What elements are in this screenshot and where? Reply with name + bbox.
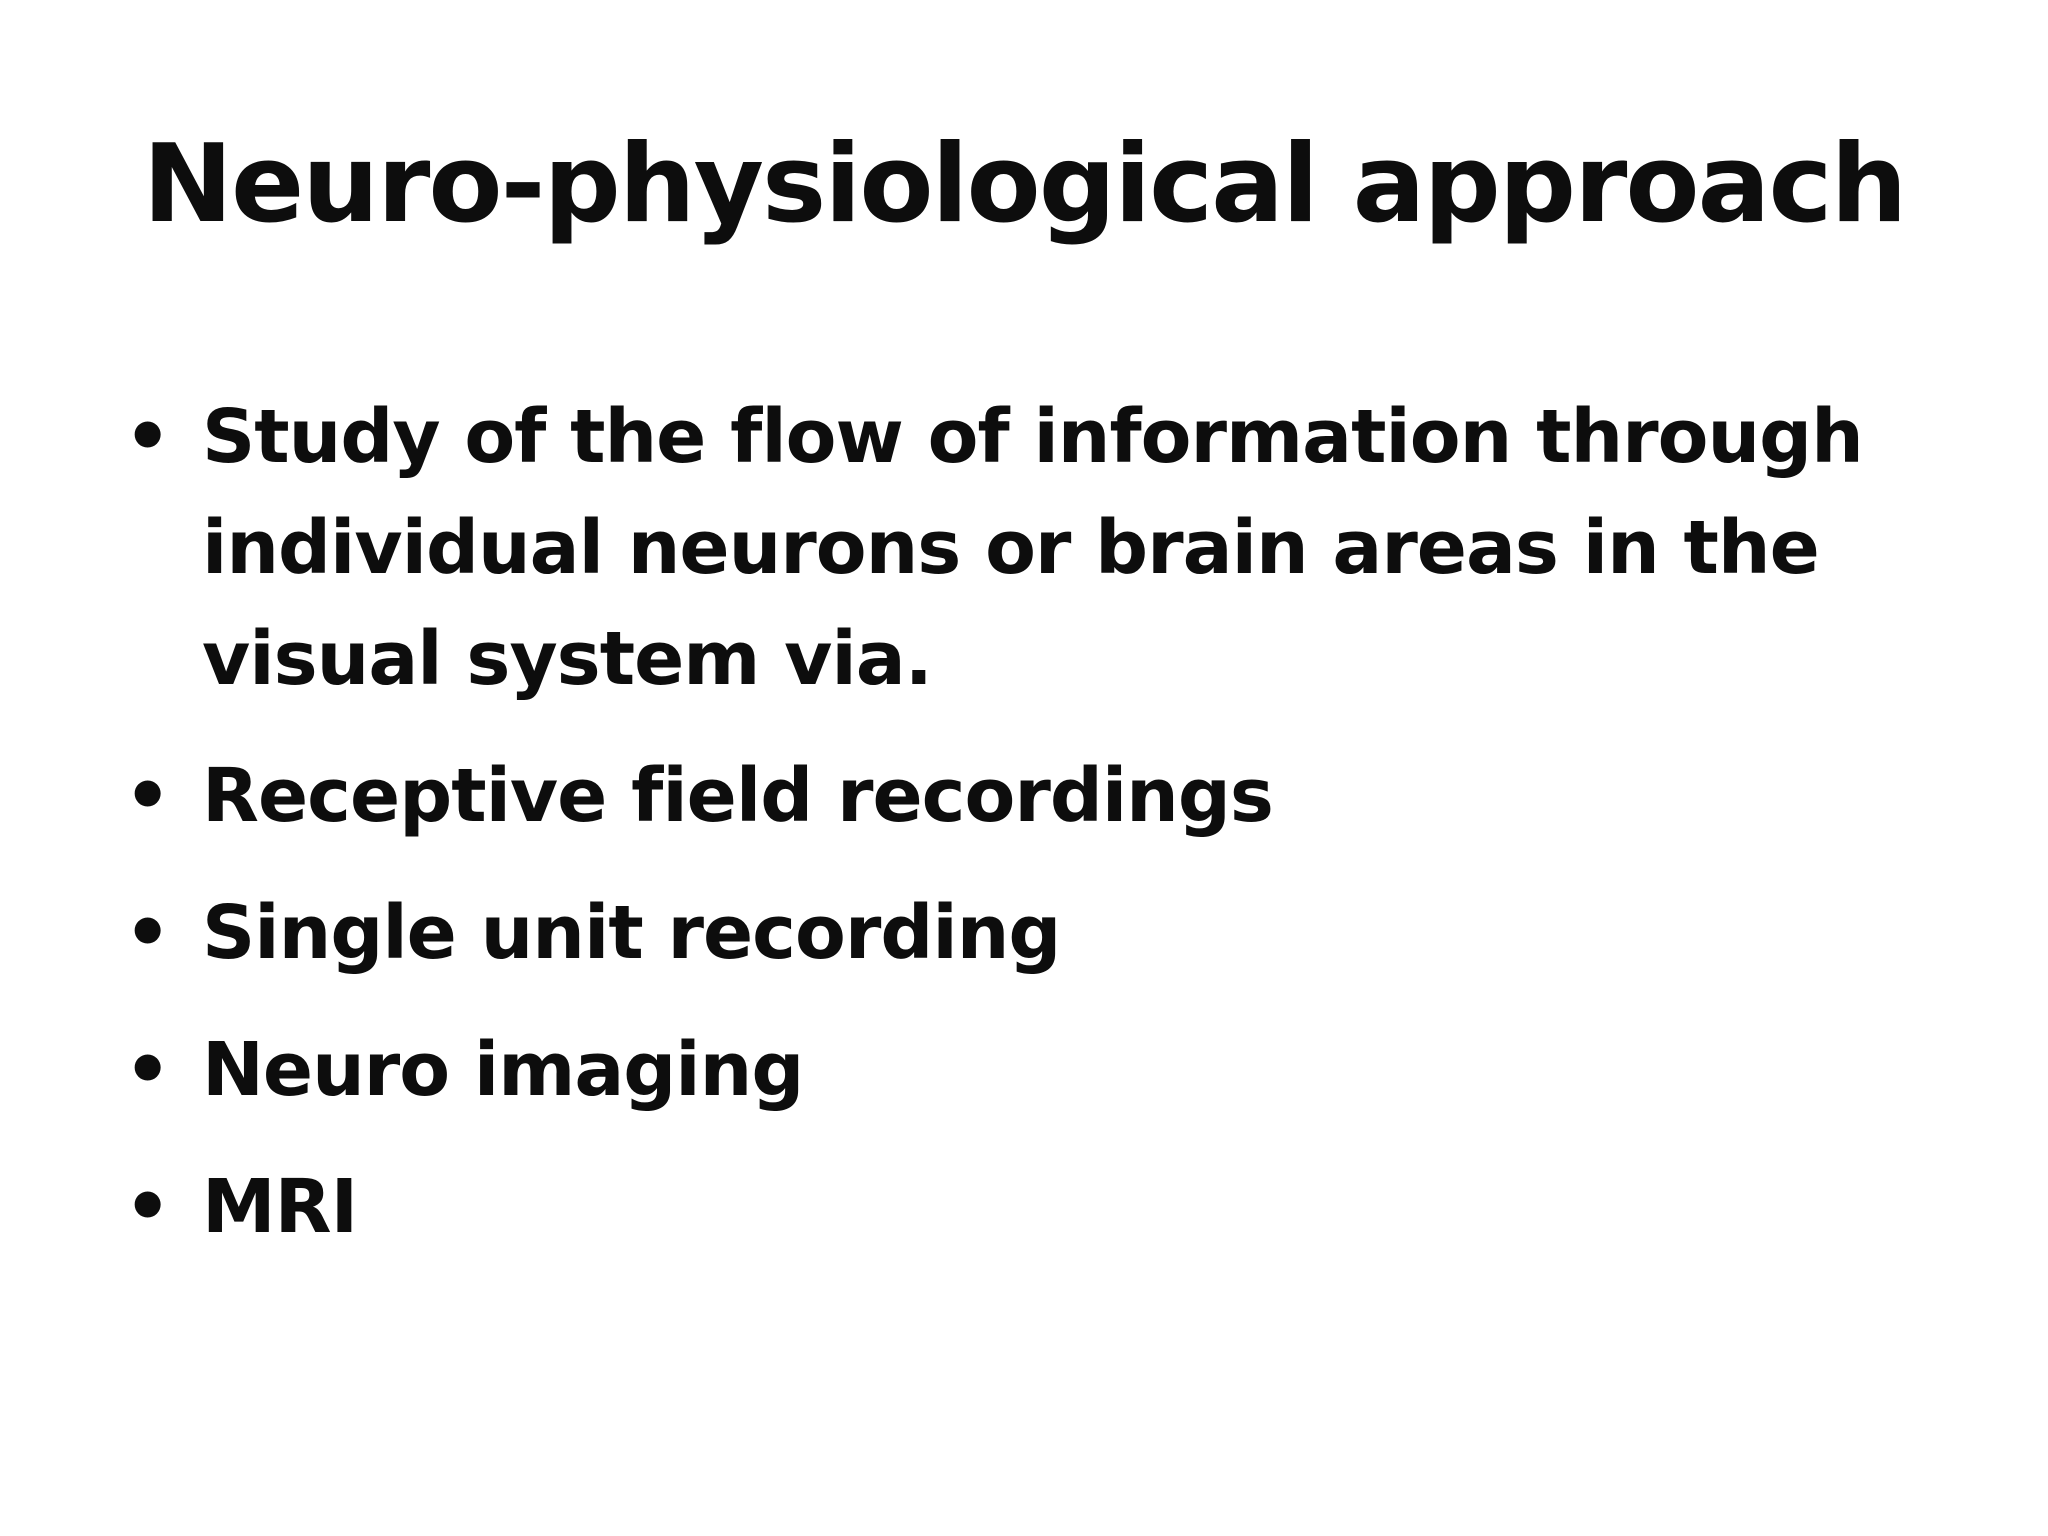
bullet-marker: •	[124, 1027, 171, 1113]
bullet-item: • Study of the flow of information throu…	[124, 382, 1964, 715]
bullet-item: • Receptive field recordings	[124, 741, 1964, 852]
slide-title: Neuro-physiological approach	[142, 122, 1908, 247]
bullet-marker: •	[124, 1164, 171, 1250]
bullet-text: Study of the flow of information through…	[202, 394, 1864, 702]
bullet-text: Receptive field recordings	[202, 753, 1274, 839]
bullet-marker: •	[124, 394, 171, 480]
bullet-item: • MRI	[124, 1152, 1964, 1263]
bullet-text: Single unit recording	[202, 890, 1061, 976]
bullet-text: MRI	[202, 1164, 358, 1250]
bullet-item: • Neuro imaging	[124, 1015, 1964, 1126]
bullet-text: Neuro imaging	[202, 1027, 804, 1113]
bullet-marker: •	[124, 890, 171, 976]
bullet-item: • Single unit recording	[124, 878, 1964, 989]
bullet-marker: •	[124, 753, 171, 839]
bullet-list: • Study of the flow of information throu…	[124, 382, 1964, 1289]
